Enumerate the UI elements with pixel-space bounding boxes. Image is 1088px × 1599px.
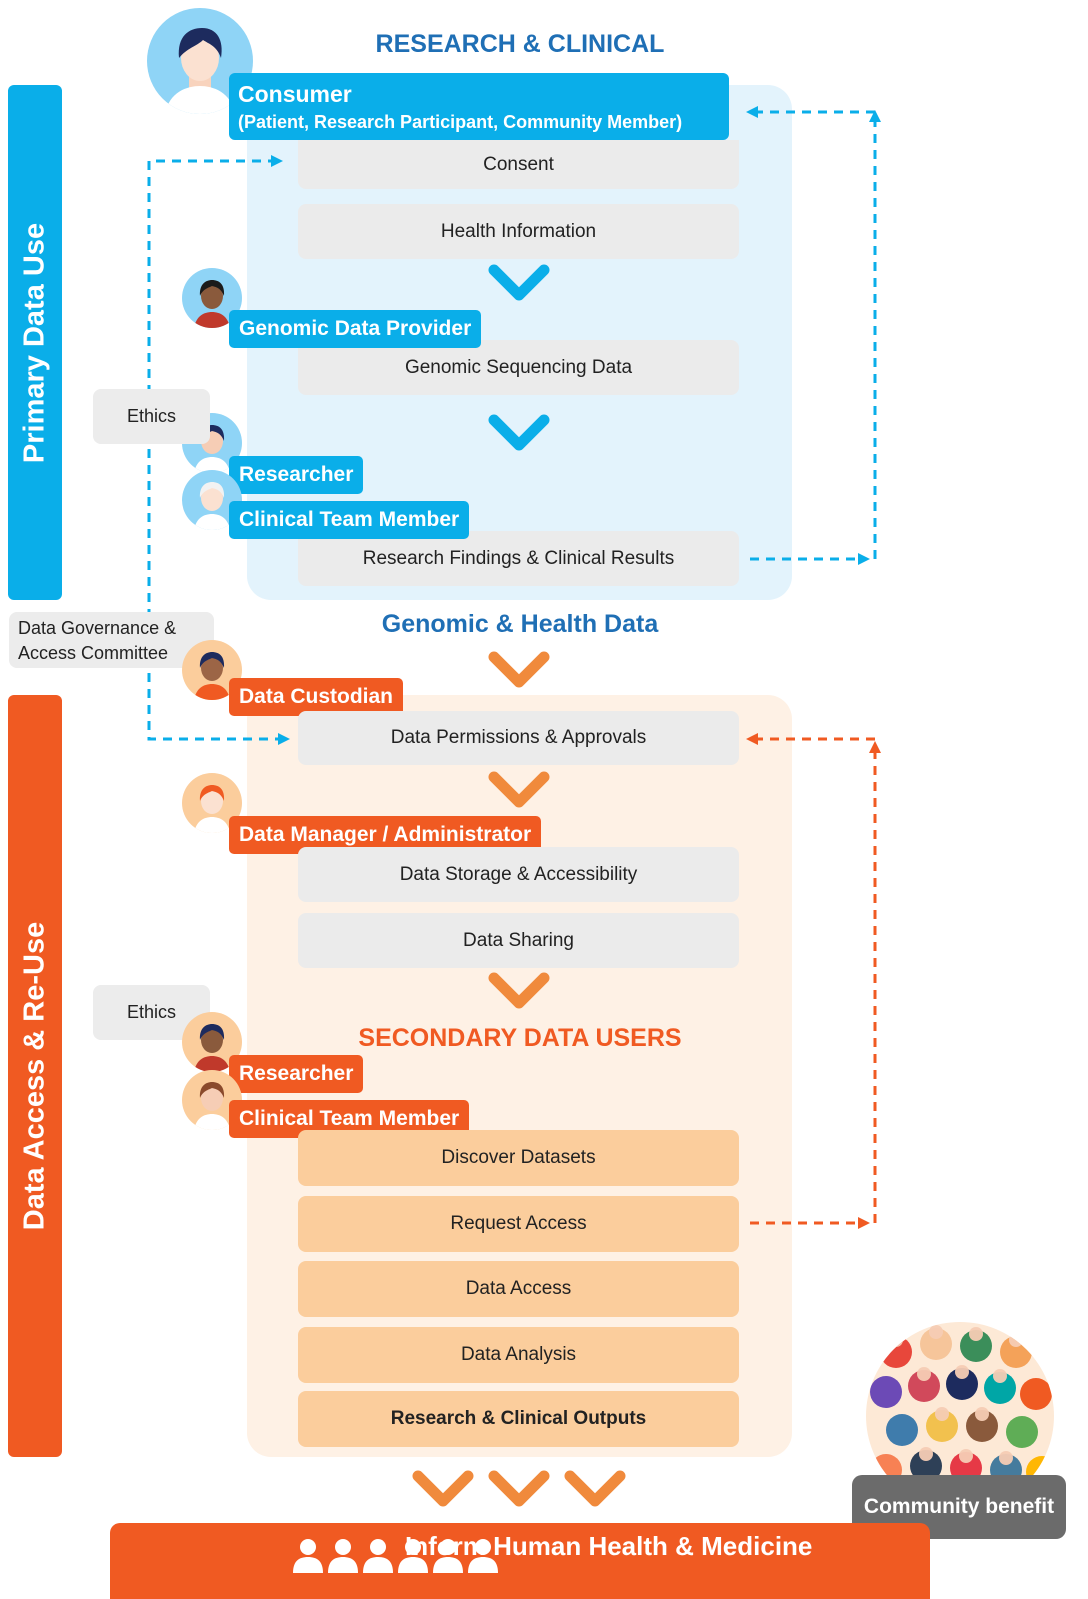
- step-data-storage: Data Storage & Accessibility: [298, 847, 739, 902]
- inform-health-text: Inform Human Health & Medicine: [405, 1531, 813, 1561]
- governance-committee-line1: Data Governance &: [18, 618, 177, 638]
- role-researcher-secondary: Researcher: [229, 1055, 364, 1093]
- role-clinical-team-member-primary: Clinical Team Member: [229, 501, 470, 539]
- research-clinical-heading: RESEARCH & CLINICAL: [375, 30, 665, 58]
- ethics-text-secondary: Ethics: [126, 1002, 177, 1022]
- data-access-reuse-label: Data Access & Re-Use: [18, 921, 51, 1231]
- step-data-access: Data Access: [298, 1261, 739, 1317]
- step-research-clinical-outputs: Research & Clinical Outputs: [298, 1391, 739, 1447]
- consumer-title: Consumer: [238, 81, 352, 107]
- genomic-health-data-heading: Genomic & Health Data: [381, 610, 659, 638]
- chevron-down-icon: [488, 651, 550, 688]
- step-genomic-sequencing-data: Genomic Sequencing Data: [298, 340, 739, 395]
- role-genomic-data-provider: Genomic Data Provider: [229, 310, 482, 348]
- primary-data-use-label: Primary Data Use: [18, 222, 51, 463]
- role-data-custodian: Data Custodian: [229, 678, 404, 716]
- community-benefit-text: Community benefit: [863, 1495, 1055, 1518]
- data-access-reuse-bar: Data Access & Re-Use: [8, 695, 62, 1457]
- primary-data-use-bar: Primary Data Use: [8, 85, 62, 600]
- governance-committee-label: Data Governance & Access Committee: [9, 612, 214, 668]
- step-data-permissions: Data Permissions & Approvals: [298, 711, 739, 765]
- step-data-analysis: Data Analysis: [298, 1327, 739, 1383]
- ethics-label-primary: Ethics: [93, 389, 210, 444]
- secondary-data-users-heading: SECONDARY DATA USERS: [358, 1024, 682, 1052]
- inform-health-banner: Inform Human Health & Medicine: [110, 1523, 930, 1599]
- step-data-sharing: Data Sharing: [298, 913, 739, 968]
- chevron-down-icon: [412, 1470, 474, 1507]
- community-benefit-label: Community benefit: [852, 1475, 1066, 1539]
- step-request-access: Request Access: [298, 1196, 739, 1252]
- chevron-down-icon: [488, 1470, 550, 1507]
- ethics-text-primary: Ethics: [126, 406, 177, 426]
- step-consent: Consent: [298, 140, 739, 189]
- step-health-information: Health Information: [298, 204, 739, 259]
- governance-committee-line2: Access Committee: [18, 643, 169, 663]
- people-group-icon: [293, 1539, 498, 1573]
- role-researcher-primary: Researcher: [229, 456, 364, 494]
- consumer-banner: Consumer (Patient, Research Participant,…: [229, 73, 729, 140]
- step-discover-datasets: Discover Datasets: [298, 1130, 739, 1186]
- consumer-subtitle: (Patient, Research Participant, Communit…: [238, 112, 683, 132]
- consumer-avatar-icon: [147, 8, 253, 114]
- chevron-down-icon: [564, 1470, 626, 1507]
- step-research-findings: Research Findings & Clinical Results: [298, 531, 739, 586]
